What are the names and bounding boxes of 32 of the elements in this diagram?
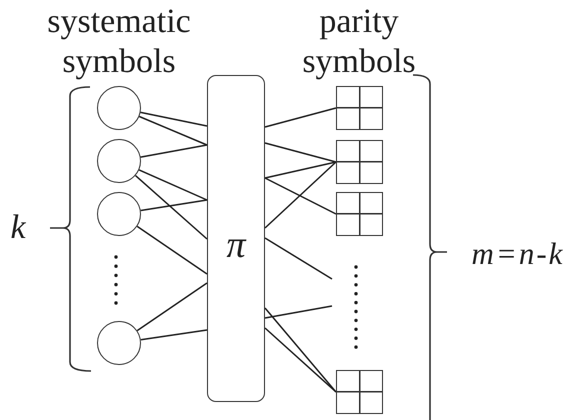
connector-line [140, 112, 208, 127]
connector-line [138, 169, 208, 201]
connector-line [136, 282, 208, 332]
connector-line [139, 116, 208, 146]
group-heading: parity symbols [301, 2, 417, 82]
circle-node [97, 321, 141, 365]
connector-line [140, 199, 208, 212]
grid-square [336, 140, 383, 184]
grid-square [336, 370, 383, 414]
connector-line [135, 175, 208, 240]
connector-line [264, 142, 336, 163]
connector-line [264, 327, 336, 393]
grid-square [336, 86, 383, 130]
math-label: k [9, 208, 27, 248]
math-label: m=n-k [470, 236, 566, 272]
circle-node [97, 192, 141, 236]
connector-line [264, 107, 336, 128]
connector-line [264, 237, 332, 280]
node-label: π [226, 226, 246, 264]
rounded-box [207, 75, 265, 402]
connector-line [136, 226, 208, 275]
connector-line [264, 308, 337, 392]
connector-line [140, 144, 208, 158]
circle-node [97, 86, 141, 130]
connector-line [264, 161, 336, 179]
grid-square [336, 192, 383, 236]
connector-line [140, 329, 208, 341]
group-heading: systematic symbols [46, 2, 192, 82]
connector-line [264, 305, 332, 319]
connector-line [264, 161, 337, 229]
connector-line [264, 177, 336, 215]
circle-node [97, 139, 141, 183]
